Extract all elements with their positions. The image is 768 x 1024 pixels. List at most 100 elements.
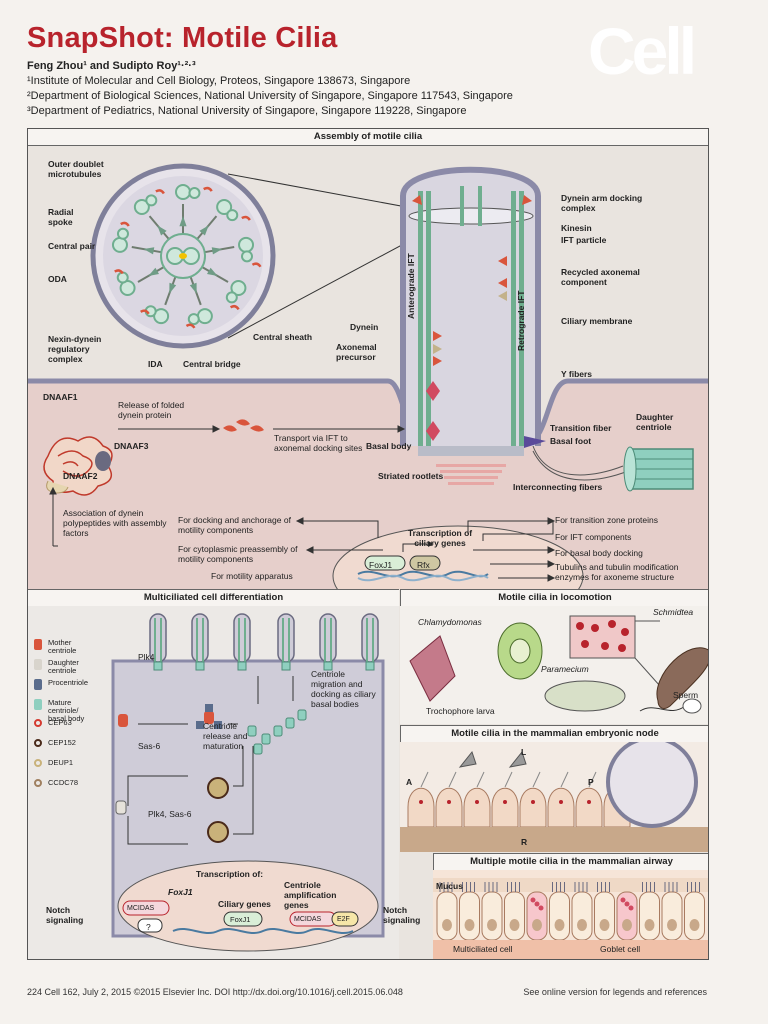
affiliation-3: ³Department of Pediatrics, National Univ… [27,105,467,117]
label-mcidas-left: MCIDAS [127,905,155,912]
label-goblet-cell: Goblet cell [600,944,641,954]
label-radial-spoke: Radial spoke [48,207,74,227]
label-mucus: Mucus [436,881,463,891]
label-docking-anchorage: For docking and anchorage of motility co… [178,515,291,535]
label-outer-doublet: Outer doublet microtubules [48,159,104,179]
label-e2f: E2F [337,916,350,923]
label-tz-proteins: For transition zone proteins [555,515,658,525]
label-mcidas-right: MCIDAS [294,916,322,923]
legend-label: Daughter centriole [48,658,79,675]
label-ift-particle: IFT particle [561,235,607,245]
label-ciliary-genes: Ciliary genes [218,899,271,909]
label-chlamydomonas: Chlamydomonas [418,617,482,627]
multiciliated-title: Multiciliated cell differentiation [28,589,399,607]
label-foxj1-box: FoxJ1 [230,915,251,924]
legend-swatch [34,759,42,767]
label-transcription: Transcription of ciliary genes [407,528,473,548]
label-notch-right: Notch signaling [383,905,421,925]
dnaaf-complex [43,419,264,496]
node-title: Motile cilia in the mammalian embryonic … [400,725,708,743]
label-ciliary-membrane: Ciliary membrane [561,316,633,326]
label-release-maturation: Centriole release and maturation [203,721,248,751]
legend-label: DEUP1 [48,758,74,767]
label-dynein-arm-docking: Dynein arm docking complex [561,193,643,213]
nucleus [332,525,584,589]
label-dnaaf1: DNAAF1 [43,392,78,402]
assembly-diagram [28,163,708,589]
label-basal-docking: For basal body docking [555,548,643,558]
legend-label: Procentriole [48,678,89,687]
label-foxj1: FoxJ1 [369,560,393,570]
label-retrograde: Retrograde IFT [516,290,526,351]
label-ndrc: Nexin-dynein regulatory complex [48,334,102,364]
label-y-fibers: Y fibers [561,369,593,379]
label-amplification: Centriole amplification genes [284,880,337,910]
label-notch-left: Notch signaling [46,905,84,925]
footer-note: See online version for legends and refer… [523,987,707,997]
legend-swatch [34,659,42,670]
label-multiciliated-cell: Multiciliated cell [453,944,513,954]
label-tubulins: Tubulins and tubulin modification enzyme… [555,562,679,582]
airway-diagram [433,870,708,959]
legend-swatch [34,739,42,747]
legend-label: CEP63 [48,718,72,727]
label-axonemal-precursor: Axonemal precursor [336,342,377,362]
label-central-pair: Central pair [48,241,96,251]
label-migration: Centriole migration and docking as cilia… [311,669,376,709]
legend-label: CEP152 [48,738,76,747]
legend-label: Mature centriole/ basal body [48,698,85,723]
label-kinesin: Kinesin [561,223,592,233]
label-transport: Transport via IFT to axonemal docking si… [274,433,363,453]
label-association: Association of dynein polypeptides with … [63,508,167,538]
label-basal-foot: Basal foot [550,436,592,446]
cell-logo: Cell [588,14,697,88]
label-dynein: Dynein [350,322,379,332]
label-striated-rootlets: Striated rootlets [378,471,444,481]
label-paramecium: Paramecium [541,664,589,674]
label-ift-components: For IFT components [555,532,632,542]
label-node-l: L [521,747,527,757]
label-daughter-centriole: Daughter centriole [636,412,674,432]
node-diagram [400,742,708,852]
label-release: Release of folded dynein protein [118,400,185,420]
locomotion-diagram [400,606,708,724]
label-central-bridge: Central bridge [183,359,241,369]
legend-swatch [34,679,42,690]
label-node-a: A [406,777,413,787]
label-interconnecting: Interconnecting fibers [513,482,603,492]
label-rfx: Rfx [417,560,430,570]
page-title: SnapShot: Motile Cilia [27,22,338,54]
legend-swatch [34,699,42,710]
label-oda: ODA [48,274,67,284]
legend-swatch [34,779,42,787]
label-motility-apparatus: For motility apparatus [211,571,293,581]
legend-swatch [34,639,42,650]
daughter-centriole-drawing [623,446,694,492]
label-foxj1-gene: FoxJ1 [168,887,193,897]
label-schmidtea: Schmidtea [653,607,694,617]
legend-swatch [34,719,42,727]
label-central-sheath: Central sheath [253,332,313,342]
cilium-longitudinal [400,166,629,485]
label-basal-body: Basal body [366,441,412,451]
authors: Feng Zhou¹ and Sudipto Roy¹·²·³ [27,60,196,72]
legend-label: Mother centriole [48,638,77,655]
label-plk4: Plk4 [138,652,155,662]
label-dnaaf3: DNAAF3 [114,441,149,451]
figure-panel: Assembly of motile cilia [27,128,709,960]
label-question: ? [146,922,151,932]
locomotion-title: Motile cilia in locomotion [400,589,708,607]
label-ida: IDA [148,359,163,369]
label-node-p: P [588,777,594,787]
label-sperm: Sperm [673,690,699,700]
label-cyto-preassembly: For cytoplasmic preassembly of motility … [178,544,298,564]
axoneme-cross-section [90,163,276,349]
footer: 224 Cell 162, July 2, 2015 ©2015 Elsevie… [27,987,707,997]
label-dnaaf2: DNAAF2 [63,471,98,481]
label-node-r: R [521,837,528,847]
label-trochophore: Trochophore larva [426,706,495,716]
affiliation-2: ²Department of Biological Sciences, Nati… [27,90,513,102]
airway-title: Multiple motile cilia in the mammalian a… [433,853,708,871]
label-transcription-of: Transcription of: [196,869,264,879]
label-anterograde: Anterograde IFT [406,253,416,319]
